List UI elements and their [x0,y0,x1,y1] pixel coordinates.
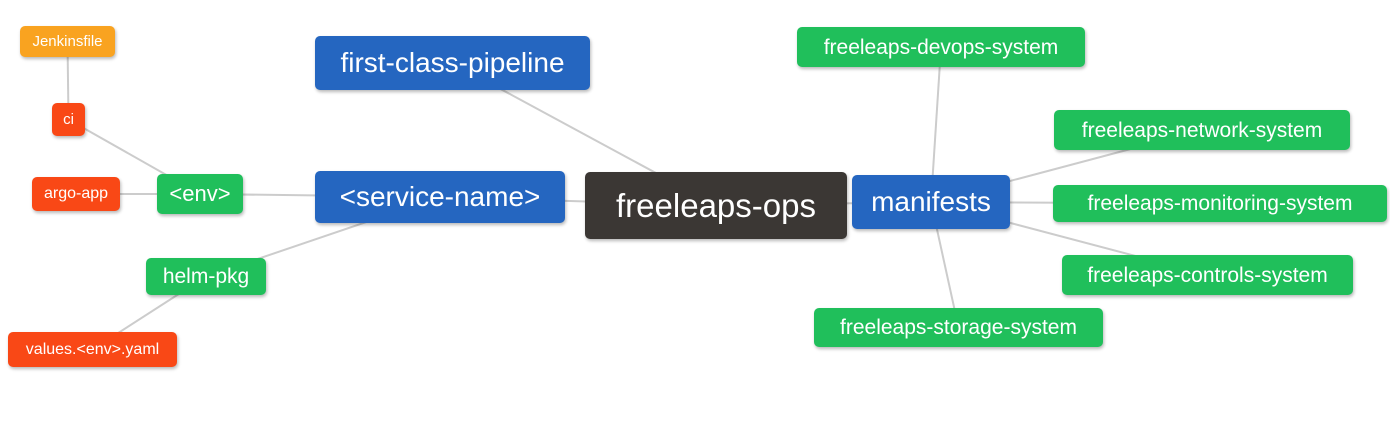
node-values-env-yaml[interactable]: values.<env>.yaml [8,332,177,367]
node-freeleaps-ops-root[interactable]: freeleaps-ops [585,172,847,239]
node-manifests[interactable]: manifests [852,175,1010,229]
node-devops-system[interactable]: freeleaps-devops-system [797,27,1085,67]
node-ci[interactable]: ci [52,103,85,136]
node-storage-system[interactable]: freeleaps-storage-system [814,308,1103,347]
node-argo-app[interactable]: argo-app [32,177,120,211]
node-service-name[interactable]: <service-name> [315,171,565,223]
node-env[interactable]: <env> [157,174,243,214]
node-helm-pkg[interactable]: helm-pkg [146,258,266,295]
node-jenkinsfile[interactable]: Jenkinsfile [20,26,115,57]
node-controls-system[interactable]: freeleaps-controls-system [1062,255,1353,295]
node-network-system[interactable]: freeleaps-network-system [1054,110,1350,150]
node-monitoring-system[interactable]: freeleaps-monitoring-system [1053,185,1387,222]
node-first-class-pipeline[interactable]: first-class-pipeline [315,36,590,90]
